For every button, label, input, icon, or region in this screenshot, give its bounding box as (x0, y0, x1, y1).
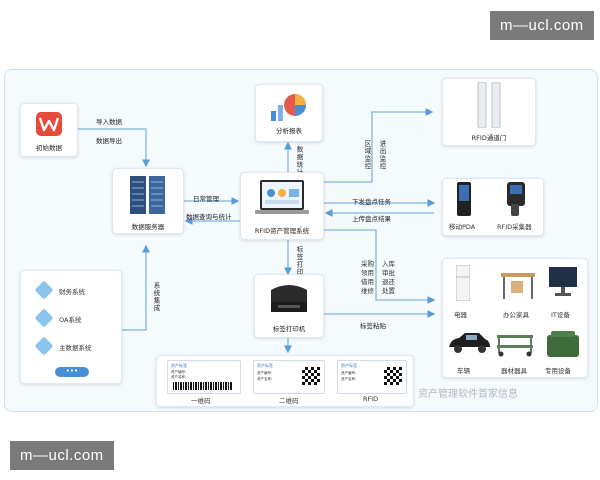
label-print-label: 标签打印 (295, 246, 303, 276)
laptop-icon (255, 180, 309, 214)
rfid-gate-node: RFID通道门 (442, 78, 536, 146)
tag-field2: 资产名称： (171, 375, 189, 379)
rfid-collector-icon (507, 182, 525, 216)
entry-exit-monitor-label: 进出监控 (378, 140, 386, 170)
qrcode-tag: 资产标签 资产编号： 资产名称： (253, 360, 325, 394)
more-dots-icon: ••• (55, 367, 89, 377)
barcode-tag: 资产标签 资产编号： 资产名称： (167, 360, 241, 394)
special-equipment-icon (547, 331, 579, 357)
label-paste-label: 标签粘贴 (360, 322, 386, 330)
data-server-node: 数据服务器 (112, 168, 184, 234)
gate-icon (477, 82, 501, 128)
rfid-collector-label: RFID采集器 (497, 223, 532, 231)
import-label: 导入数据 (96, 118, 122, 126)
pda-icon (457, 182, 471, 216)
tag-field1: 资产编号： (171, 370, 189, 374)
asset-vehicle-label: 车辆 (457, 367, 470, 375)
wps-logo-icon (36, 112, 62, 136)
analysis-report-node: 分析报表 (255, 84, 323, 142)
query-stats-label: 数据查询与统计 (186, 213, 232, 221)
system-finance-label: 财务系统 (59, 288, 85, 296)
pie-chart-icon (271, 94, 306, 121)
initial-data-node: 初始数据 (20, 103, 78, 157)
system-master-data-label: 主数据系统 (59, 344, 92, 352)
server-rack-icon (130, 176, 165, 214)
asset-furniture-label: 办公家具 (503, 311, 529, 319)
qrcode-caption: 二维码 (279, 397, 299, 405)
barcode-icon (173, 382, 233, 390)
label-printer-label: 标签打印机 (272, 325, 306, 333)
rfid-caption: RFID (363, 395, 379, 403)
printer-icon (271, 285, 307, 312)
refrigerator-icon (456, 265, 470, 301)
rfid-gate-label: RFID通道门 (471, 134, 507, 142)
monitor-icon (549, 267, 577, 296)
rfid-system-label: RFID资产管理系统 (254, 227, 310, 235)
pda-label: 移动PDA (449, 223, 476, 231)
assets-panel: 电器 办公家具 IT设备 车辆 器材器具 专用设备 (442, 258, 588, 378)
op-approve: 审批 (382, 269, 395, 277)
tag-field2: 资产名称： (341, 377, 359, 381)
upload-result-label: 上传盘点结果 (352, 215, 391, 223)
op-borrow: 借用 (361, 278, 374, 286)
asset-it-label: IT设备 (551, 311, 570, 319)
tag-brand: 资产标签 (341, 363, 357, 368)
labels-strip: 资产标签 资产编号： 资产名称： 一维码 资产标签 资产编号： 资产名称： 二维… (156, 355, 414, 407)
rfid-system-node: RFID资产管理系统 (240, 172, 324, 240)
tag-field1: 资产编号： (341, 371, 359, 375)
footer-watermark: 资产管理软件首家信息 (418, 389, 518, 400)
office-desk-icon (501, 273, 535, 299)
handheld-devices-node: 移动PDA RFID采集器 (442, 178, 544, 236)
region-monitor-label: 区域监控 (363, 140, 371, 170)
car-icon (449, 333, 490, 353)
tag-brand: 资产标签 (171, 363, 187, 368)
data-stats-label: 数据统计 (295, 146, 303, 176)
data-server-label: 数据服务器 (131, 223, 165, 231)
system-oa-label: OA系统 (59, 316, 82, 324)
op-use: 领用 (361, 269, 374, 277)
op-stockin: 入库 (382, 260, 395, 268)
qrcode-icon (384, 367, 402, 385)
watermark-top: m—ucl.com (490, 11, 594, 40)
daily-mgmt-label: 日常管理 (193, 195, 219, 203)
asset-appliance-label: 电器 (454, 311, 467, 319)
system-integration-label: 系统集成 (152, 282, 160, 312)
integrated-systems-panel: 财务系统 OA系统 主数据系统 ••• (20, 270, 122, 384)
cube-icon (34, 336, 54, 356)
initial-data-label: 初始数据 (36, 144, 62, 152)
label-printer-node: 标签打印机 (254, 274, 324, 338)
tag-brand: 资产标签 (257, 363, 273, 368)
asset-special-label: 专用设备 (545, 367, 571, 375)
equipment-cart-icon (497, 335, 533, 357)
barcode-caption: 一维码 (191, 397, 211, 405)
cube-icon (34, 308, 54, 328)
tag-field1: 资产编号： (257, 371, 275, 375)
ops-col2: 入库 审批 退还 处置 (382, 260, 395, 296)
export-label: 数据导出 (96, 137, 122, 145)
op-purchase: 采购 (361, 260, 374, 268)
watermark-bottom: m—ucl.com (10, 441, 114, 470)
op-dispose: 处置 (382, 287, 395, 295)
op-return: 退还 (382, 278, 395, 286)
dispatch-task-label: 下发盘点任务 (352, 198, 391, 206)
rfid-tag: 资产标签 资产编号： 资产名称： (337, 360, 407, 394)
tag-field2: 资产名称： (257, 377, 275, 381)
qrcode-icon (302, 367, 320, 385)
cube-icon (34, 280, 54, 300)
op-repair: 维修 (361, 287, 374, 295)
analysis-report-label: 分析报表 (276, 127, 302, 135)
asset-equipment-label: 器材器具 (501, 367, 527, 375)
ops-col1: 采购 领用 借用 维修 (361, 260, 374, 296)
